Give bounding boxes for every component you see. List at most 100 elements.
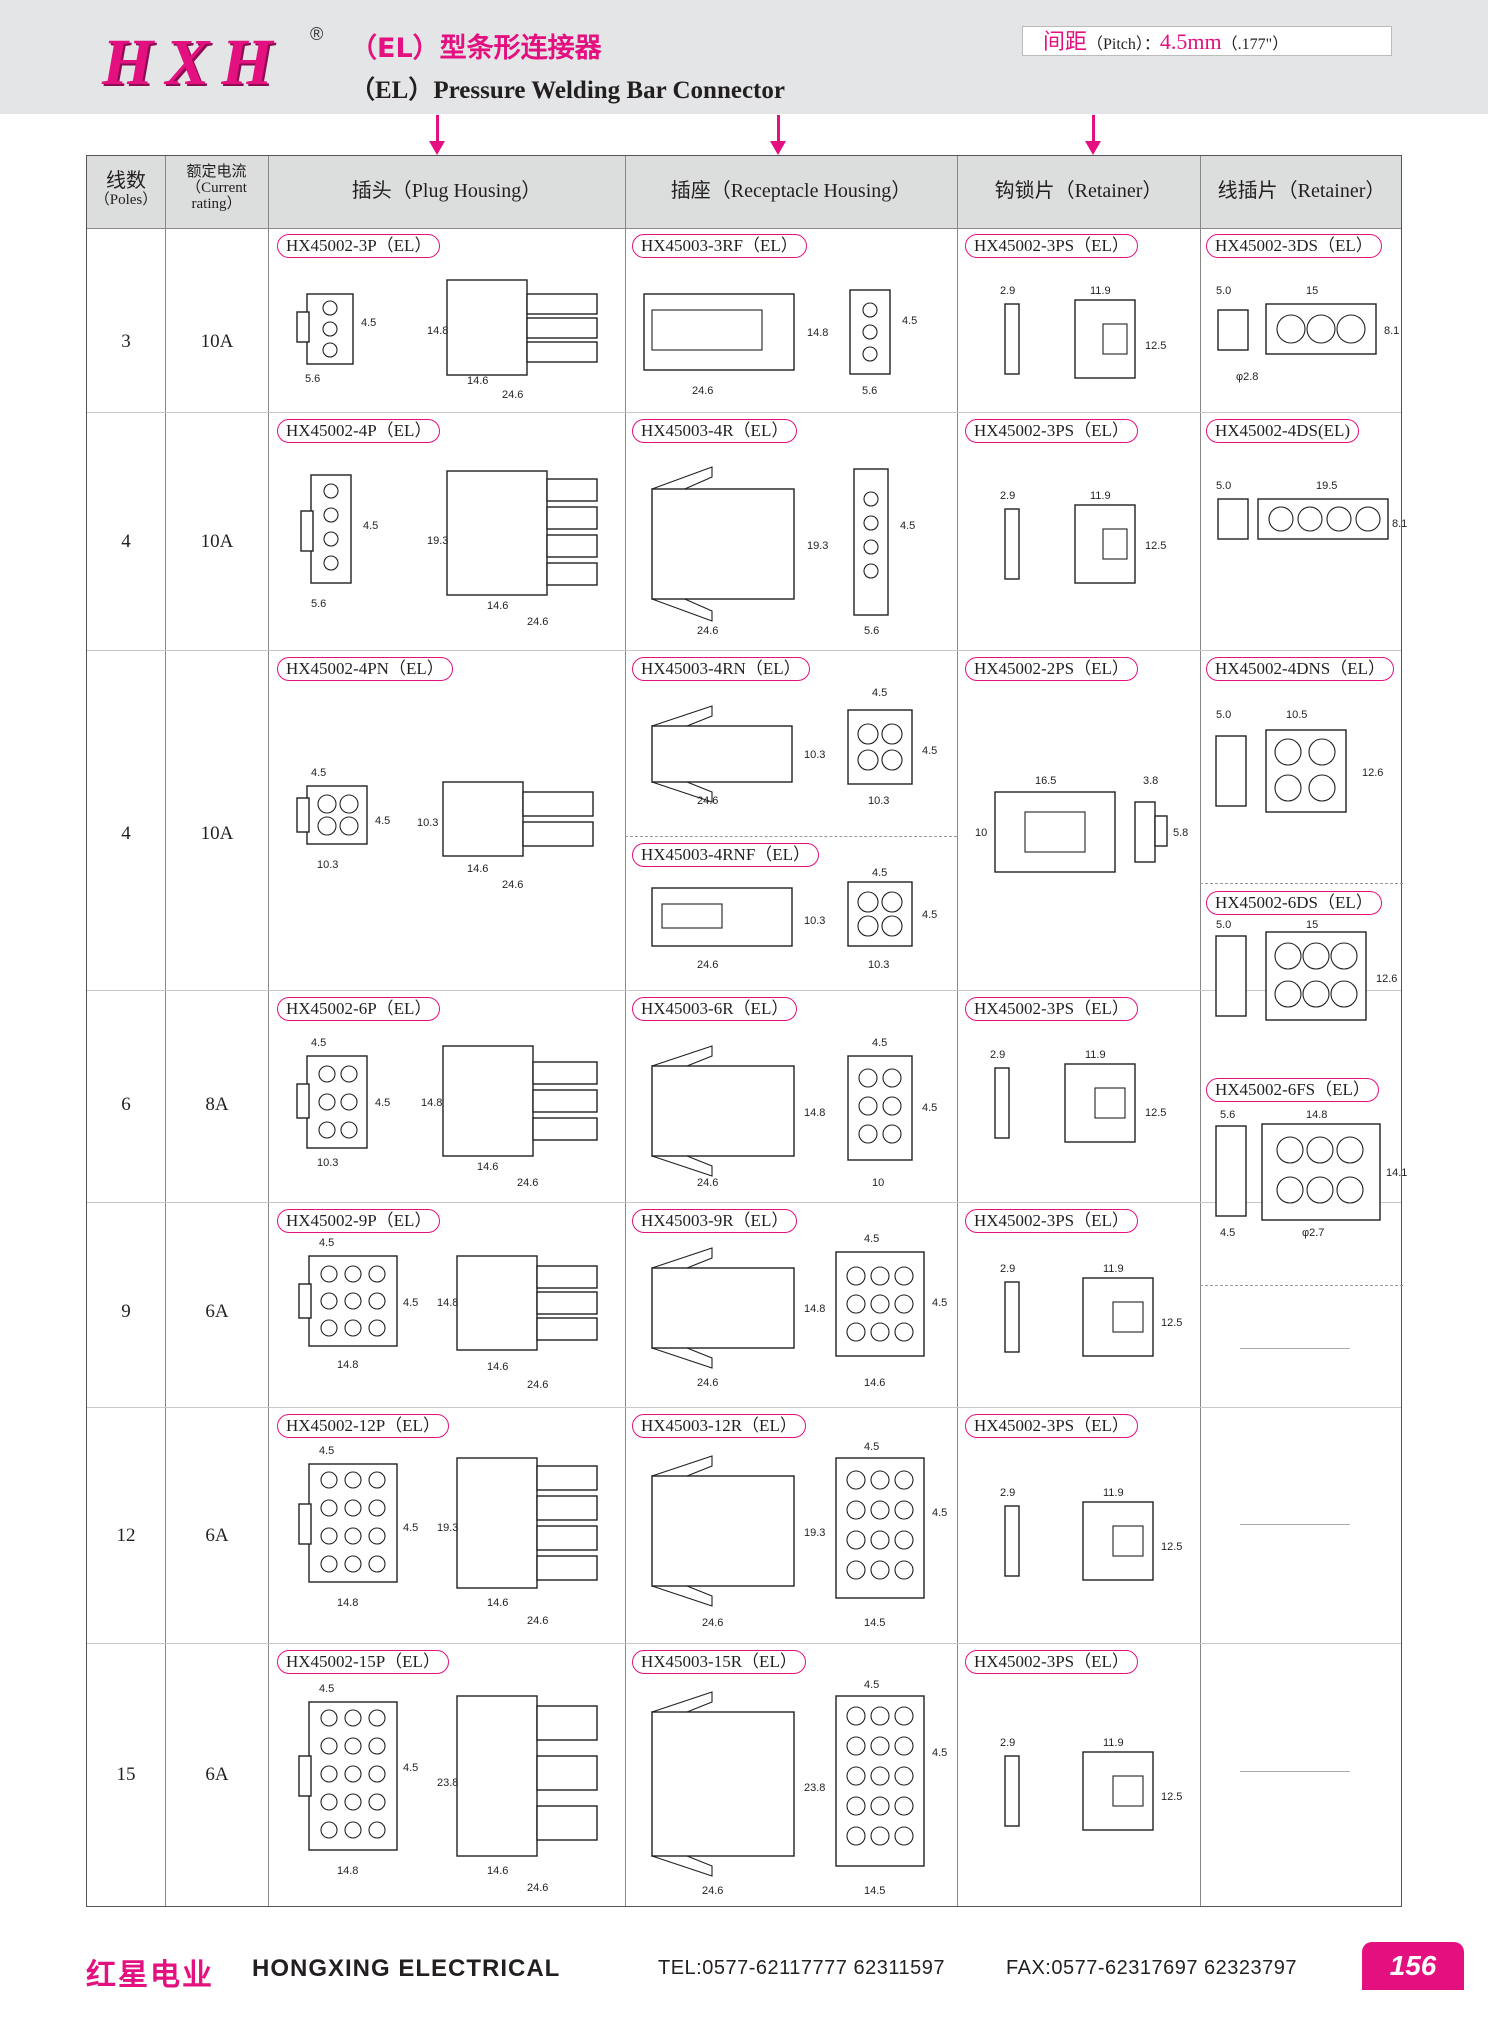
svg-text:14.8: 14.8 xyxy=(437,1297,458,1309)
receptacle-drawing-9r: 24.614.8 4.54.514.6 xyxy=(650,1233,947,1389)
pitch-value: 4.5mm xyxy=(1159,29,1222,54)
part-number: HX45002-6DS（EL） xyxy=(1206,891,1382,915)
svg-text:5.0: 5.0 xyxy=(1216,480,1231,492)
page-number: 156 xyxy=(1362,1942,1464,1990)
svg-text:5.0: 5.0 xyxy=(1216,919,1231,931)
svg-text:11.9: 11.9 xyxy=(1103,1487,1124,1499)
header-receptacle: 插座（Receptacle Housing） xyxy=(670,180,912,202)
header-wire-retainer: 线插片（Retainer） xyxy=(1217,180,1386,202)
part-number: HX45003-3RF（EL） xyxy=(632,234,807,258)
svg-text:φ2.8: φ2.8 xyxy=(1236,371,1258,383)
svg-text:4.5: 4.5 xyxy=(922,909,937,921)
plug-drawing-3p: 5.64.514.8 14.624.6 xyxy=(296,279,598,401)
svg-text:10.3: 10.3 xyxy=(317,859,338,871)
svg-text:2.9: 2.9 xyxy=(1000,490,1015,502)
svg-text:14.5: 14.5 xyxy=(864,1617,885,1629)
svg-text:φ2.7: φ2.7 xyxy=(1302,1227,1324,1239)
svg-text:11.9: 11.9 xyxy=(1090,490,1111,502)
svg-text:12.5: 12.5 xyxy=(1161,1317,1182,1329)
svg-text:14.8: 14.8 xyxy=(804,1303,825,1315)
svg-text:11.9: 11.9 xyxy=(1090,285,1111,297)
svg-text:5.6: 5.6 xyxy=(1220,1109,1235,1121)
part-number: HX45002-9P（EL） xyxy=(277,1209,441,1233)
svg-text:4.5: 4.5 xyxy=(932,1747,947,1759)
svg-text:4.5: 4.5 xyxy=(319,1237,334,1249)
svg-text:24.6: 24.6 xyxy=(697,795,718,807)
svg-text:19.3: 19.3 xyxy=(427,535,448,547)
svg-text:4.5: 4.5 xyxy=(403,1762,418,1774)
row1-current: 10A xyxy=(200,331,234,352)
svg-text:24.6: 24.6 xyxy=(517,1177,538,1189)
part-number: HX45002-3PS（EL） xyxy=(965,234,1138,258)
svg-text:4.5: 4.5 xyxy=(864,1233,879,1245)
part-number: HX45002-3PS（EL） xyxy=(965,1650,1138,1674)
svg-text:24.6: 24.6 xyxy=(527,1379,548,1391)
row7-current: 6A xyxy=(205,1764,229,1785)
svg-text:19.3: 19.3 xyxy=(804,1527,825,1539)
svg-text:10.3: 10.3 xyxy=(417,817,438,829)
svg-text:4.5: 4.5 xyxy=(902,315,917,327)
svg-text:4.5: 4.5 xyxy=(311,767,326,779)
svg-text:14.8: 14.8 xyxy=(337,1865,358,1877)
svg-text:19.3: 19.3 xyxy=(807,540,828,552)
svg-text:14.5: 14.5 xyxy=(864,1885,885,1897)
svg-text:14.6: 14.6 xyxy=(864,1377,885,1389)
company-name-en: HONGXING ELECTRICAL xyxy=(252,1955,561,1982)
row5-current: 6A xyxy=(205,1301,229,1322)
svg-text:24.6: 24.6 xyxy=(697,1177,718,1189)
part-number: HX45003-12R（EL） xyxy=(632,1414,806,1438)
svg-text:2.9: 2.9 xyxy=(1000,1263,1015,1275)
part-number: HX45002-4DS(EL) xyxy=(1206,419,1360,443)
svg-text:10.3: 10.3 xyxy=(868,959,889,971)
svg-text:14.1: 14.1 xyxy=(1386,1167,1407,1179)
connector-table: 线数 （Poles） 额定电流 （Current rating） 插头（Plug… xyxy=(86,155,1407,1907)
header-poles: 线数 （Poles） xyxy=(94,170,158,208)
part-number: HX45002-6FS（EL） xyxy=(1206,1078,1379,1102)
svg-text:2.9: 2.9 xyxy=(1000,285,1015,297)
row3-current: 10A xyxy=(200,823,234,844)
svg-text:4.5: 4.5 xyxy=(922,1102,937,1114)
receptacle-drawing-4rn: 24.610.3 4.54.510.3 xyxy=(650,687,937,807)
part-number: HX45002-3PS（EL） xyxy=(965,1209,1138,1233)
svg-text:15: 15 xyxy=(1306,285,1318,297)
svg-text:24.6: 24.6 xyxy=(697,1377,718,1389)
telephone: TEL:0577-62117777 62311597 xyxy=(658,1957,945,1979)
svg-text:5.8: 5.8 xyxy=(1173,827,1188,839)
svg-text:4.5: 4.5 xyxy=(311,1037,326,1049)
svg-text:14.6: 14.6 xyxy=(477,1161,498,1173)
svg-text:14.8: 14.8 xyxy=(337,1359,358,1371)
svg-text:5.6: 5.6 xyxy=(862,385,877,397)
part-number: HX45002-4DNS（EL） xyxy=(1206,657,1394,681)
svg-text:12.5: 12.5 xyxy=(1145,340,1166,352)
pitch-label-en: （Pitch）： xyxy=(1087,36,1160,53)
part-number: HX45002-15P（EL） xyxy=(277,1650,449,1674)
title-english: （EL）Pressure Welding Bar Connector xyxy=(350,77,785,104)
svg-text:5.0: 5.0 xyxy=(1216,285,1231,297)
plug-drawing-12p: 4.514.84.5 19.314.624.6 xyxy=(298,1445,598,1627)
svg-text:2.9: 2.9 xyxy=(990,1049,1005,1061)
svg-text:24.6: 24.6 xyxy=(502,389,523,401)
svg-text:14.6: 14.6 xyxy=(467,863,488,875)
svg-text:14.8: 14.8 xyxy=(421,1097,442,1109)
svg-text:4.5: 4.5 xyxy=(319,1683,334,1695)
svg-text:12.5: 12.5 xyxy=(1145,1107,1166,1119)
row4-poles: 6 xyxy=(121,1094,131,1115)
receptacle-drawing-12r: 24.619.3 4.54.514.5 xyxy=(650,1441,947,1629)
svg-text:10.5: 10.5 xyxy=(1286,709,1307,721)
retainer-drawing-3ps: 2.9 11.9 12.5 xyxy=(1000,285,1166,379)
part-number: HX45003-4RNF（EL） xyxy=(632,843,820,867)
svg-text:5.6: 5.6 xyxy=(305,373,320,385)
header-plug: 插头（Plug Housing） xyxy=(351,180,542,202)
svg-text:12.5: 12.5 xyxy=(1161,1541,1182,1553)
fax: FAX:0577-62317697 62323797 xyxy=(1006,1957,1298,1979)
svg-text:11.9: 11.9 xyxy=(1103,1737,1124,1749)
svg-text:10.3: 10.3 xyxy=(804,915,825,927)
svg-text:12.5: 12.5 xyxy=(1161,1791,1182,1803)
svg-text:14.6: 14.6 xyxy=(487,1865,508,1877)
receptacle-drawing-3rf: 24.614.8 4.55.6 xyxy=(643,289,917,397)
